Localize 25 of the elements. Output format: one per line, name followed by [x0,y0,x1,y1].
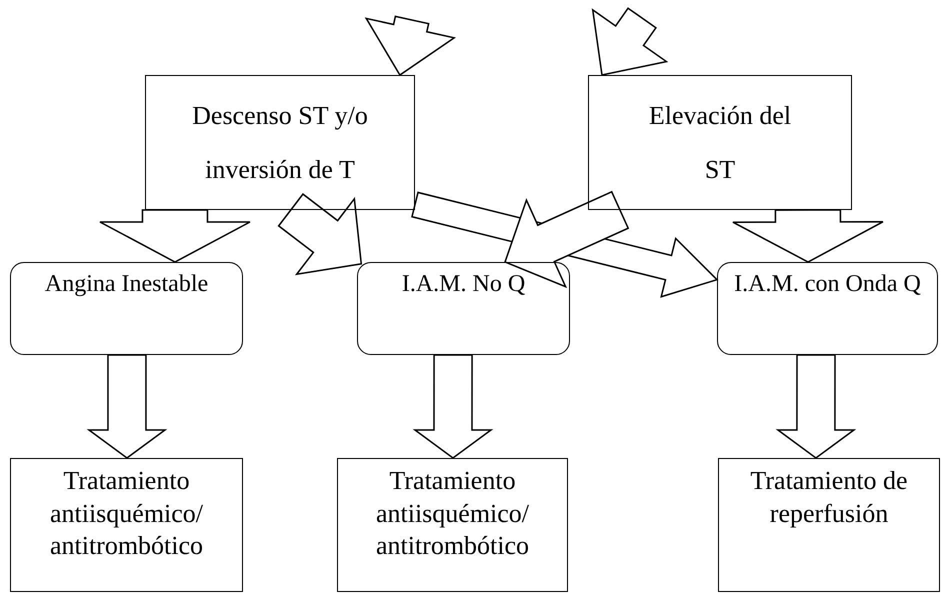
rounded-box [717,262,938,355]
node-text: Elevación del ST [648,100,792,186]
node-text: I.A.M. con Onda Q [734,270,921,299]
node-text: I.A.M. No Q [402,270,526,299]
process-box [718,458,940,592]
node-text: Tratamiento antiisquémico/ antitrombótico [374,465,530,562]
rounded-box [10,262,243,355]
node-text: Tratamiento antiisquémico/ antitrombótico [48,465,204,562]
process-box [10,458,243,592]
block-arrow [99,209,251,263]
block-arrow [732,209,884,263]
node-text: Tratamiento de reperfusión [749,465,909,530]
block-arrow [86,354,168,459]
block-arrow [592,7,668,76]
process-box [145,75,415,210]
block-arrow [776,354,856,459]
block-arrow [412,354,494,459]
process-box [588,75,852,210]
block-arrow [278,193,362,276]
block-arrow [364,15,456,76]
node-text: Angina Inestable [44,270,208,299]
rounded-box [357,262,570,355]
process-box [337,458,568,592]
block-arrow [504,190,630,288]
node-text: Descenso ST y/o inversión de T [191,100,369,186]
